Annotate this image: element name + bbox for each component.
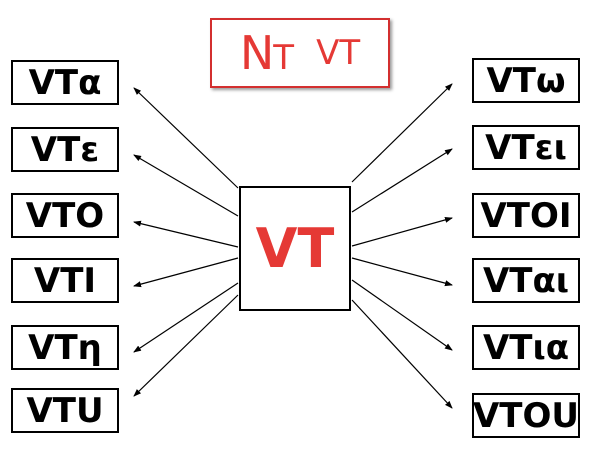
title-word-2: VT — [316, 33, 361, 73]
left-arrow-4 — [133, 257, 239, 288]
left-box-5: VTη — [11, 325, 119, 370]
right-box-1: VTω — [472, 58, 580, 103]
left-arrow-5 — [133, 282, 239, 353]
title-word-1: N T — [240, 26, 294, 80]
left-arrow-3 — [133, 220, 239, 248]
right-box-4: VTαι — [472, 258, 580, 303]
right-box-6: VTOU — [472, 393, 580, 438]
left-box-1: VTα — [11, 60, 119, 105]
title-letter-n: N — [239, 26, 274, 80]
left-box-6: VTU — [11, 388, 119, 433]
right-arrow-5 — [351, 279, 453, 351]
right-arrow-3 — [351, 216, 453, 247]
title-box: N T VT — [210, 18, 390, 88]
right-arrow-2 — [351, 148, 453, 213]
right-arrow-1 — [351, 83, 453, 183]
right-box-3: VTOI — [472, 193, 580, 238]
center-box: VT — [239, 186, 351, 311]
left-box-3: VTO — [11, 193, 119, 238]
left-box-2: VTε — [11, 127, 119, 172]
right-box-5: VTια — [472, 325, 580, 370]
right-arrow-4 — [351, 257, 453, 287]
title-letter-t: T — [273, 38, 295, 78]
left-arrow-1 — [133, 87, 239, 189]
left-box-4: VTI — [11, 258, 119, 303]
right-arrow-6 — [351, 299, 453, 409]
left-arrow-6 — [133, 294, 239, 397]
right-box-2: VTει — [472, 125, 580, 170]
left-arrow-2 — [133, 154, 239, 217]
